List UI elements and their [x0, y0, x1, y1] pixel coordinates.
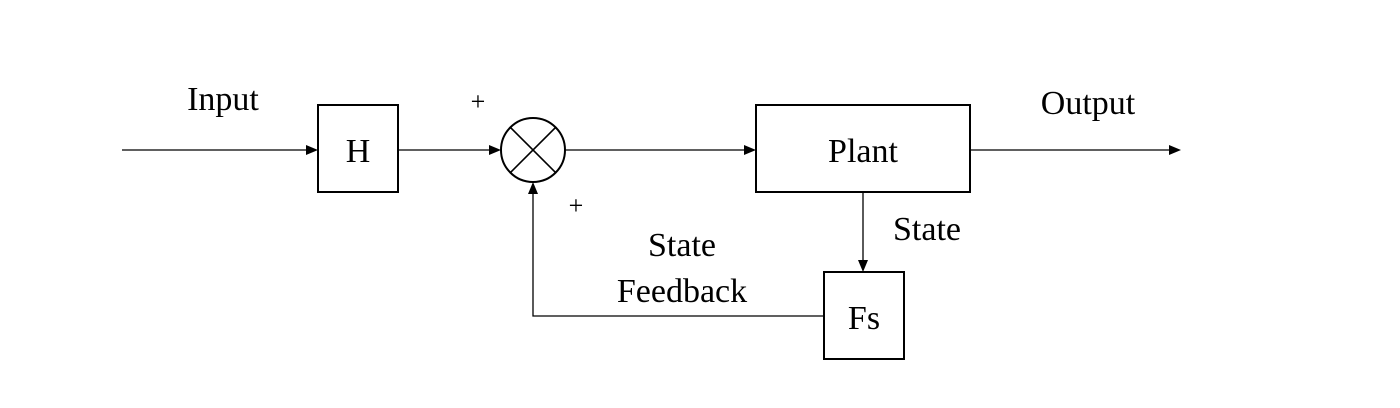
h-block	[317, 104, 399, 193]
h-block-label: H	[346, 133, 371, 170]
plant-block-label: Plant	[828, 133, 898, 170]
feedback-label-line1: State	[648, 227, 716, 264]
feedback-wire	[532, 194, 824, 317]
feedback-label-line2: Feedback	[617, 273, 747, 310]
sum-sign-top: +	[471, 87, 486, 116]
sum-to-plant-arrowhead	[744, 145, 756, 155]
sum-sign-bottom: +	[569, 191, 584, 220]
h-to-sum-arrowhead	[489, 145, 501, 155]
feedback-arrowhead	[528, 182, 538, 194]
input-arrowhead	[306, 145, 318, 155]
state-arrowhead	[858, 260, 868, 272]
output-label: Output	[1041, 85, 1136, 122]
fs-block-label: Fs	[848, 300, 880, 337]
summing-junction	[500, 117, 566, 183]
state-label: State	[893, 211, 961, 248]
output-arrowhead	[1169, 145, 1181, 155]
input-label: Input	[187, 81, 259, 118]
